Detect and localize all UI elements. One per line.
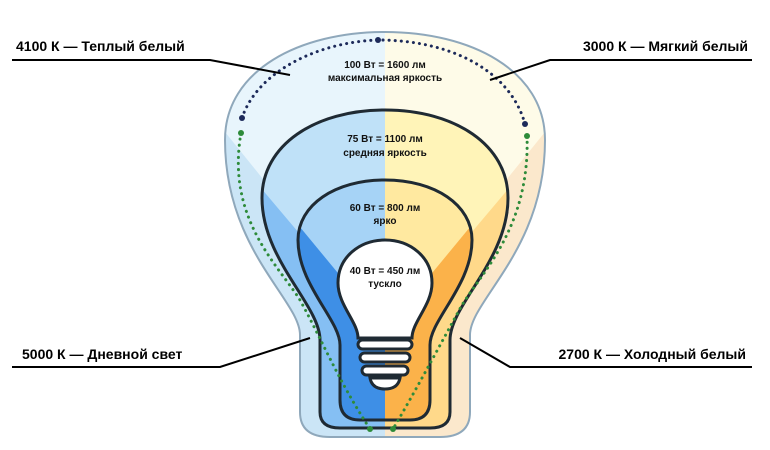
bulb-base-ring-3 <box>360 364 410 377</box>
level-60w-brightness: ярко <box>374 216 397 227</box>
navy-dot-right <box>522 121 528 127</box>
color-temp-label-top-right: 3000 К — Мягкий белый <box>582 38 748 54</box>
layer-75w-outline <box>260 108 510 430</box>
level-40w-power: 40 Вт = 450 лм <box>350 266 421 277</box>
navy-dot-left <box>239 115 245 121</box>
green-dotted-trace-left <box>236 131 372 431</box>
bulb-base-ring-2 <box>358 351 412 364</box>
leader-bottom-right <box>459 337 752 368</box>
bulb-base-ring-1 <box>356 338 414 351</box>
leader-top-left <box>12 59 291 76</box>
green-dot-left-top <box>238 130 244 136</box>
green-dotted-trace-right <box>391 134 529 431</box>
level-75w-power: 75 Вт = 1100 лм <box>347 134 423 145</box>
color-temp-label-bottom-right: 2700 К — Холодный белый <box>558 346 746 362</box>
color-temp-label-top-left: 4100 К — Теплый белый <box>16 38 185 54</box>
green-dot-left-bottom <box>367 426 373 432</box>
bulb-base-tip <box>368 376 402 391</box>
layer-40w <box>336 238 434 391</box>
level-60w-power: 60 Вт = 800 лм <box>350 203 421 214</box>
layer-100w-outline <box>223 30 547 438</box>
color-temp-label-bottom-left: 5000 К — Дневной свет <box>22 346 183 362</box>
leader-bottom-left <box>12 337 311 368</box>
layer-60w-outline <box>296 178 474 422</box>
leader-top-right <box>489 59 752 81</box>
level-100w-power: 100 Вт = 1600 лм <box>344 60 426 71</box>
level-40w-brightness: тускло <box>368 279 401 290</box>
green-dot-right-top <box>524 133 530 139</box>
layer-40w-bulb <box>336 238 434 340</box>
green-dot-right-bottom <box>390 426 396 432</box>
navy-dot-top <box>375 37 381 43</box>
level-100w-brightness: максимальная яркость <box>328 73 442 84</box>
level-75w-brightness: средняя яркость <box>343 148 426 159</box>
